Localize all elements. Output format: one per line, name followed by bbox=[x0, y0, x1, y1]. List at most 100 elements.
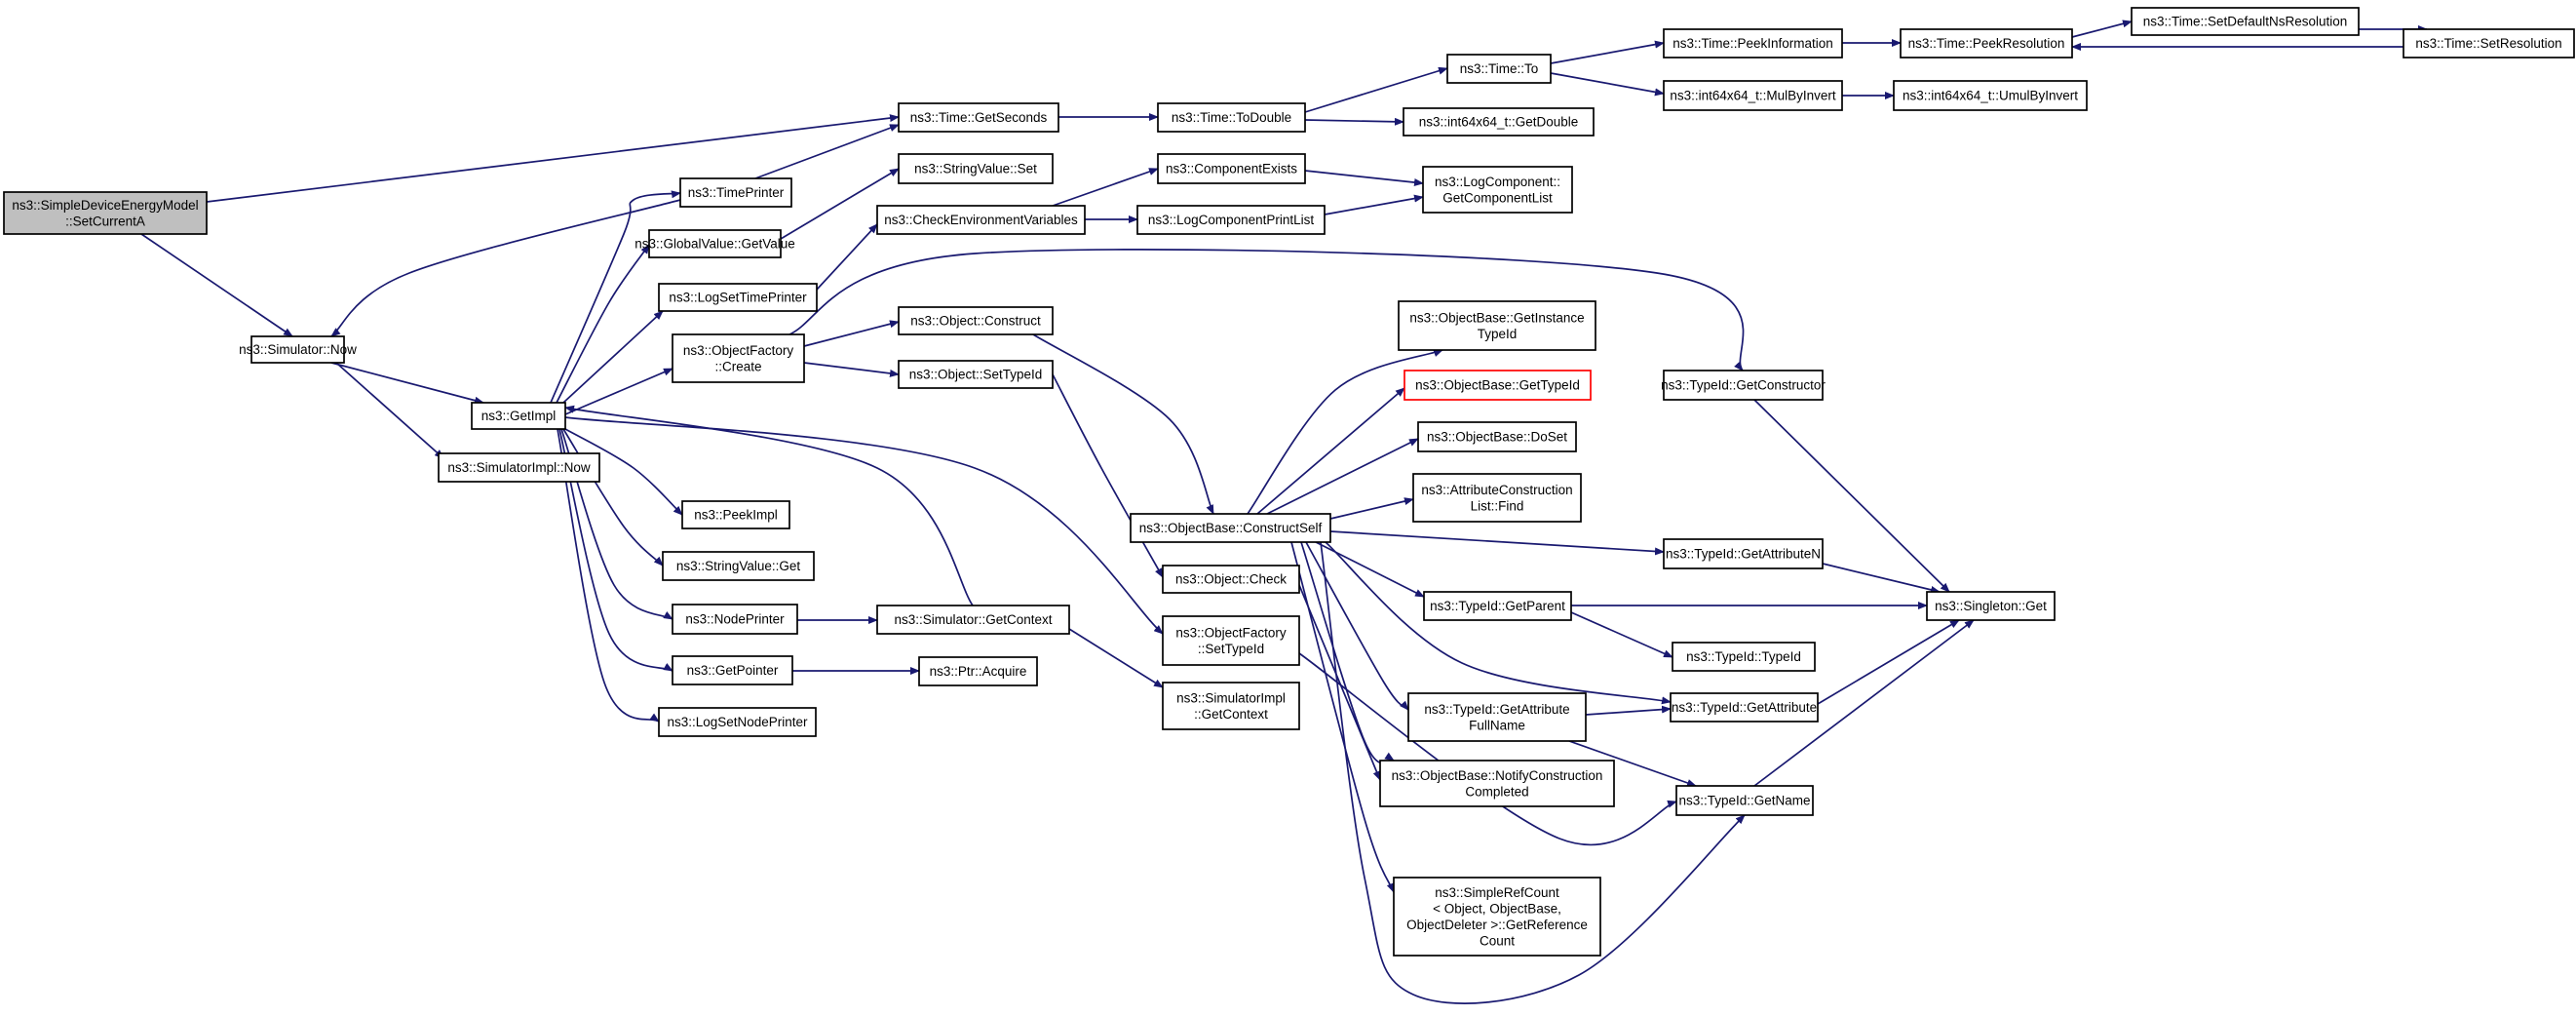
node-time-setdefaultnsresolution[interactable]: ns3::Time::SetDefaultNsResolution bbox=[2131, 7, 2360, 36]
node-label: ns3::TypeId::GetConstructor bbox=[1661, 378, 1826, 393]
node-label: ns3::LogComponent:: bbox=[1435, 175, 1560, 189]
node-logcomponent-getlist[interactable]: ns3::LogComponent::GetComponentList bbox=[1422, 166, 1573, 214]
node-int64-getdouble[interactable]: ns3::int64x64_t::GetDouble bbox=[1403, 107, 1595, 137]
node-label: ns3::Time::ToDouble bbox=[1172, 110, 1291, 125]
nodes: ns3::SimpleDeviceEnergyModel::SetCurrent… bbox=[3, 7, 2575, 957]
node-box bbox=[672, 655, 793, 685]
node-simimpl-getcontext[interactable]: ns3::SimulatorImpl::GetContext bbox=[1162, 682, 1300, 730]
node-object-check[interactable]: ns3::Object::Check bbox=[1162, 565, 1300, 594]
edge-typeid-getparent-to-typeid-typeid bbox=[1570, 611, 1673, 658]
node-int64-umulbyinvert[interactable]: ns3::int64x64_t::UmulByInvert bbox=[1893, 80, 2088, 111]
node-box bbox=[1157, 102, 1306, 133]
node-time-peekinformation[interactable]: ns3::Time::PeekInformation bbox=[1663, 28, 1843, 59]
node-checkenv[interactable]: ns3::CheckEnvironmentVariables bbox=[876, 205, 1086, 235]
node-label: ns3::LogSetNodePrinter bbox=[667, 715, 808, 729]
node-box bbox=[876, 605, 1070, 635]
node-logcomponentprintlist[interactable]: ns3::LogComponentPrintList bbox=[1136, 205, 1326, 235]
node-typeid-getattribute[interactable]: ns3::TypeId::GetAttribute bbox=[1670, 692, 1819, 723]
node-objfactory-create[interactable]: ns3::ObjectFactory::Create bbox=[672, 333, 805, 383]
node-gv-getvalue[interactable]: ns3::GlobalValue::GetValue bbox=[634, 229, 795, 258]
node-time-todouble[interactable]: ns3::Time::ToDouble bbox=[1157, 102, 1306, 133]
node-time-to[interactable]: ns3::Time::To bbox=[1446, 54, 1552, 84]
node-box bbox=[672, 604, 798, 635]
node-root[interactable]: ns3::SimpleDeviceEnergyModel::SetCurrent… bbox=[3, 191, 208, 235]
node-time-setresolution[interactable]: ns3::Time::SetResolution bbox=[2403, 28, 2575, 59]
node-box bbox=[1162, 682, 1300, 730]
node-label: ns3::Object::Check bbox=[1175, 572, 1287, 587]
node-stringvalue-get[interactable]: ns3::StringValue::Get bbox=[662, 551, 815, 581]
node-timeprinter[interactable]: ns3::TimePrinter bbox=[679, 177, 792, 208]
node-label: ns3::Object::Construct bbox=[910, 314, 1041, 329]
node-logsettimeprinter[interactable]: ns3::LogSetTimePrinter bbox=[658, 283, 818, 312]
node-box bbox=[1663, 28, 1843, 59]
edge-getimpl-to-timeprinter bbox=[550, 190, 681, 404]
node-label: ns3::TypeId::TypeId bbox=[1686, 649, 1801, 664]
node-int64-mulbyinvert[interactable]: ns3::int64x64_t::MulByInvert bbox=[1663, 80, 1843, 111]
edge-sim-now-to-simimpl-now bbox=[335, 362, 444, 459]
node-typeid-getconstructor[interactable]: ns3::TypeId::GetConstructor bbox=[1661, 370, 1826, 401]
node-nodeprinter[interactable]: ns3::NodePrinter bbox=[672, 604, 798, 635]
node-objbase-gettypeid[interactable]: ns3::ObjectBase::GetTypeId bbox=[1403, 370, 1592, 401]
node-box bbox=[471, 402, 566, 430]
node-objbase-constructself[interactable]: ns3::ObjectBase::ConstructSelf bbox=[1130, 513, 1331, 543]
edge-objfactory-settypeid-to-typeid-getname bbox=[1298, 652, 1677, 846]
edge-getimpl-to-stringvalue-get bbox=[562, 428, 664, 567]
node-ptr-acquire[interactable]: ns3::Ptr::Acquire bbox=[918, 656, 1038, 686]
node-time-getseconds[interactable]: ns3::Time::GetSeconds bbox=[898, 102, 1059, 133]
node-sim-now[interactable]: ns3::Simulator::Now bbox=[239, 335, 357, 364]
node-objfactory-settypeid[interactable]: ns3::ObjectFactory::SetTypeId bbox=[1162, 615, 1300, 666]
node-objbase-doset[interactable]: ns3::ObjectBase::DoSet bbox=[1417, 421, 1577, 452]
edge-objbase-constructself-to-objbase-gettypeid bbox=[1256, 387, 1405, 515]
node-label: ns3::TypeId::GetAttribute bbox=[1424, 702, 1569, 717]
edge-gv-getvalue-to-stringvalue-set bbox=[780, 168, 900, 240]
node-box bbox=[1403, 370, 1592, 401]
node-typeid-typeid[interactable]: ns3::TypeId::TypeId bbox=[1672, 642, 1816, 672]
node-label: ns3::GetPointer bbox=[687, 663, 779, 678]
node-logsetnodeprinter[interactable]: ns3::LogSetNodePrinter bbox=[658, 707, 817, 737]
node-simplerefcount-getrefcount[interactable]: ns3::SimpleRefCount< Object, ObjectBase,… bbox=[1393, 877, 1601, 957]
node-typeid-getname[interactable]: ns3::TypeId::GetName bbox=[1675, 785, 1814, 816]
node-label: ::GetContext bbox=[1194, 707, 1268, 722]
node-label: ns3::GlobalValue::GetValue bbox=[634, 237, 795, 252]
node-box bbox=[918, 656, 1038, 686]
node-box bbox=[1403, 107, 1595, 137]
node-label: ns3::ObjectFactory bbox=[683, 343, 794, 358]
node-simimpl-now[interactable]: ns3::SimulatorImpl::Now bbox=[438, 452, 600, 483]
node-label: ns3::Time::SetDefaultNsResolution bbox=[2143, 15, 2348, 29]
node-objbase-notifyconstructioncompleted[interactable]: ns3::ObjectBase::NotifyConstructionCompl… bbox=[1379, 760, 1615, 807]
node-label: ObjectDeleter >::GetReference bbox=[1406, 918, 1588, 932]
node-box bbox=[438, 452, 600, 483]
edge-typeid-getname-to-singleton-get bbox=[1753, 619, 1975, 787]
edge-getimpl-to-objfactory-create bbox=[564, 368, 673, 415]
node-typeid-getparent[interactable]: ns3::TypeId::GetParent bbox=[1423, 591, 1572, 621]
node-peekimpl[interactable]: ns3::PeekImpl bbox=[681, 500, 790, 529]
node-label: ns3::StringValue::Set bbox=[914, 162, 1037, 176]
node-componentexists[interactable]: ns3::ComponentExists bbox=[1157, 153, 1306, 184]
node-time-peekresolution[interactable]: ns3::Time::PeekResolution bbox=[1900, 28, 2073, 59]
node-label: TypeId bbox=[1478, 327, 1518, 341]
node-label: ns3::Time::To bbox=[1460, 61, 1539, 76]
node-box bbox=[1893, 80, 2088, 111]
edge-timeprinter-to-time-getseconds bbox=[754, 124, 900, 179]
edge-time-to-to-int64-mulbyinvert bbox=[1550, 72, 1665, 97]
node-label: ns3::LogSetTimePrinter bbox=[669, 291, 807, 305]
node-object-settypeid[interactable]: ns3::Object::SetTypeId bbox=[898, 360, 1054, 389]
node-label: ns3::SimulatorImpl::Now bbox=[447, 460, 591, 475]
node-label: ns3::NodePrinter bbox=[685, 612, 785, 627]
node-box bbox=[658, 707, 817, 737]
node-box bbox=[1926, 591, 2056, 621]
node-box bbox=[681, 500, 790, 529]
node-getimpl[interactable]: ns3::GetImpl bbox=[471, 402, 566, 430]
node-getpointer[interactable]: ns3::GetPointer bbox=[672, 655, 793, 685]
node-singleton-get[interactable]: ns3::Singleton::Get bbox=[1926, 591, 2056, 621]
node-typeid-getattributen[interactable]: ns3::TypeId::GetAttributeN bbox=[1663, 538, 1824, 569]
node-stringvalue-set[interactable]: ns3::StringValue::Set bbox=[898, 153, 1054, 184]
node-box bbox=[1393, 877, 1601, 957]
node-object-construct[interactable]: ns3::Object::Construct bbox=[898, 306, 1054, 335]
node-sim-getcontext[interactable]: ns3::Simulator::GetContext bbox=[876, 605, 1070, 635]
node-label: ns3::Simulator::Now bbox=[239, 342, 357, 357]
edge-objbase-constructself-to-attrconstructionlist-find bbox=[1329, 497, 1414, 520]
